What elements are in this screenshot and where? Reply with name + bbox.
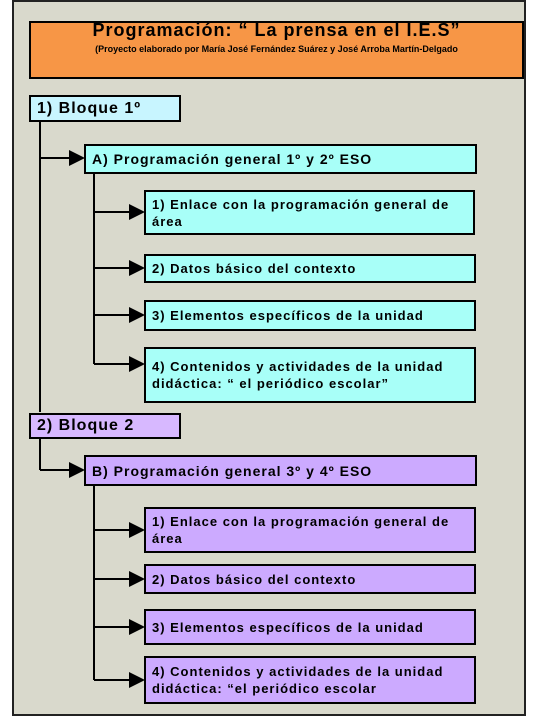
item-b3-box: 3) Elementos específicos de la unidad (144, 609, 476, 645)
bloque1-box: 1) Bloque 1º (29, 95, 181, 122)
item-a1-box: 1) Enlace con la programación general de… (144, 190, 475, 235)
page-subtitle: (Proyecto elaborado por María José Ferná… (95, 44, 458, 54)
item-b1-box: 1) Enlace con la programación general de… (144, 507, 476, 553)
header-box: Programación: “ La prensa en el I.E.S” (… (29, 21, 524, 79)
item-b2-box: 2) Datos básico del contexto (144, 564, 476, 594)
programacion-a-box: A) Programación general 1º y 2º ESO (84, 144, 477, 174)
page-title: Programación: “ La prensa en el I.E.S” (92, 20, 461, 40)
item-a3-box: 3) Elementos específicos de la unidad (144, 300, 476, 331)
item-b4-box: 4) Contenidos y actividades de la unidad… (144, 656, 476, 704)
item-a2-box: 2) Datos básico del contexto (144, 254, 476, 283)
programacion-b-box: B) Programación general 3º y 4º ESO (84, 455, 477, 486)
item-a4-box: 4) Contenidos y actividades de la unidad… (144, 347, 476, 403)
bloque2-box: 2) Bloque 2 (29, 413, 181, 439)
